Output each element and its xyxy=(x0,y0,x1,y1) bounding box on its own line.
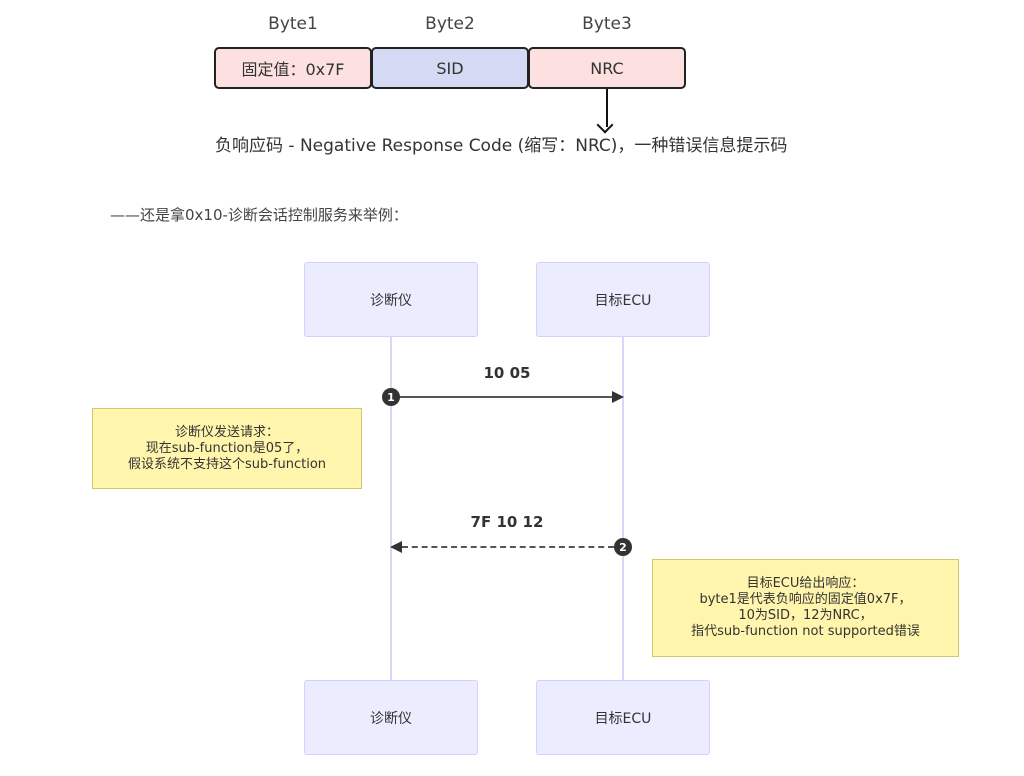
note-request-line-2: 现在sub-function是05了， xyxy=(145,440,309,456)
lifeline-target-ecu xyxy=(622,336,624,681)
note-response-line-3: 10为SID，12为NRC， xyxy=(738,608,873,623)
actor-diagnostic-tool-bottom: 诊断仪 xyxy=(304,680,478,755)
note-request: 诊断仪发送请求： 现在sub-function是05了， 假设系统不支持这个su… xyxy=(92,408,362,489)
actor-target-ecu-top: 目标ECU xyxy=(536,262,710,337)
actor-target-ecu-bottom: 目标ECU xyxy=(536,680,710,755)
note-request-line-3: 假设系统不支持这个sub-function xyxy=(127,456,327,472)
note-response: 目标ECU给出响应： byte1是代表负响应的固定值0x7F， 10为SID，1… xyxy=(652,559,959,657)
note-request-line-1: 诊断仪发送请求： xyxy=(174,424,279,440)
byte2-cell: SID xyxy=(371,47,529,89)
sequence-number-2: 2 xyxy=(614,538,632,556)
actor-diagnostic-tool-top: 诊断仪 xyxy=(304,262,478,337)
byte3-cell: NRC xyxy=(528,47,686,89)
note-response-line-1: 目标ECU给出响应： xyxy=(746,576,865,591)
message-2-line xyxy=(402,546,614,548)
nrc-arrow-line xyxy=(606,89,608,127)
message-1-label: 10 05 xyxy=(483,364,531,382)
byte2-header: Byte2 xyxy=(425,14,475,34)
note-response-line-4: 指代sub-function not supported错误 xyxy=(691,624,920,639)
byte1-header: Byte1 xyxy=(268,14,318,34)
arrow-left-icon xyxy=(390,541,402,553)
sequence-number-1: 1 xyxy=(382,388,400,406)
byte1-cell: 固定值：0x7F xyxy=(214,47,372,89)
lifeline-diagnostic-tool xyxy=(390,336,392,681)
message-1-line xyxy=(392,396,614,398)
nrc-caption: 负响应码 - Negative Response Code (缩写：NRC)，一… xyxy=(215,136,788,156)
message-2-label: 7F 10 12 xyxy=(470,513,544,531)
note-response-line-2: byte1是代表负响应的固定值0x7F， xyxy=(699,592,912,607)
byte3-header: Byte3 xyxy=(582,14,632,34)
intro-text: ——还是拿0x10-诊断会话控制服务来举例： xyxy=(110,206,408,224)
arrow-right-icon xyxy=(612,391,624,403)
